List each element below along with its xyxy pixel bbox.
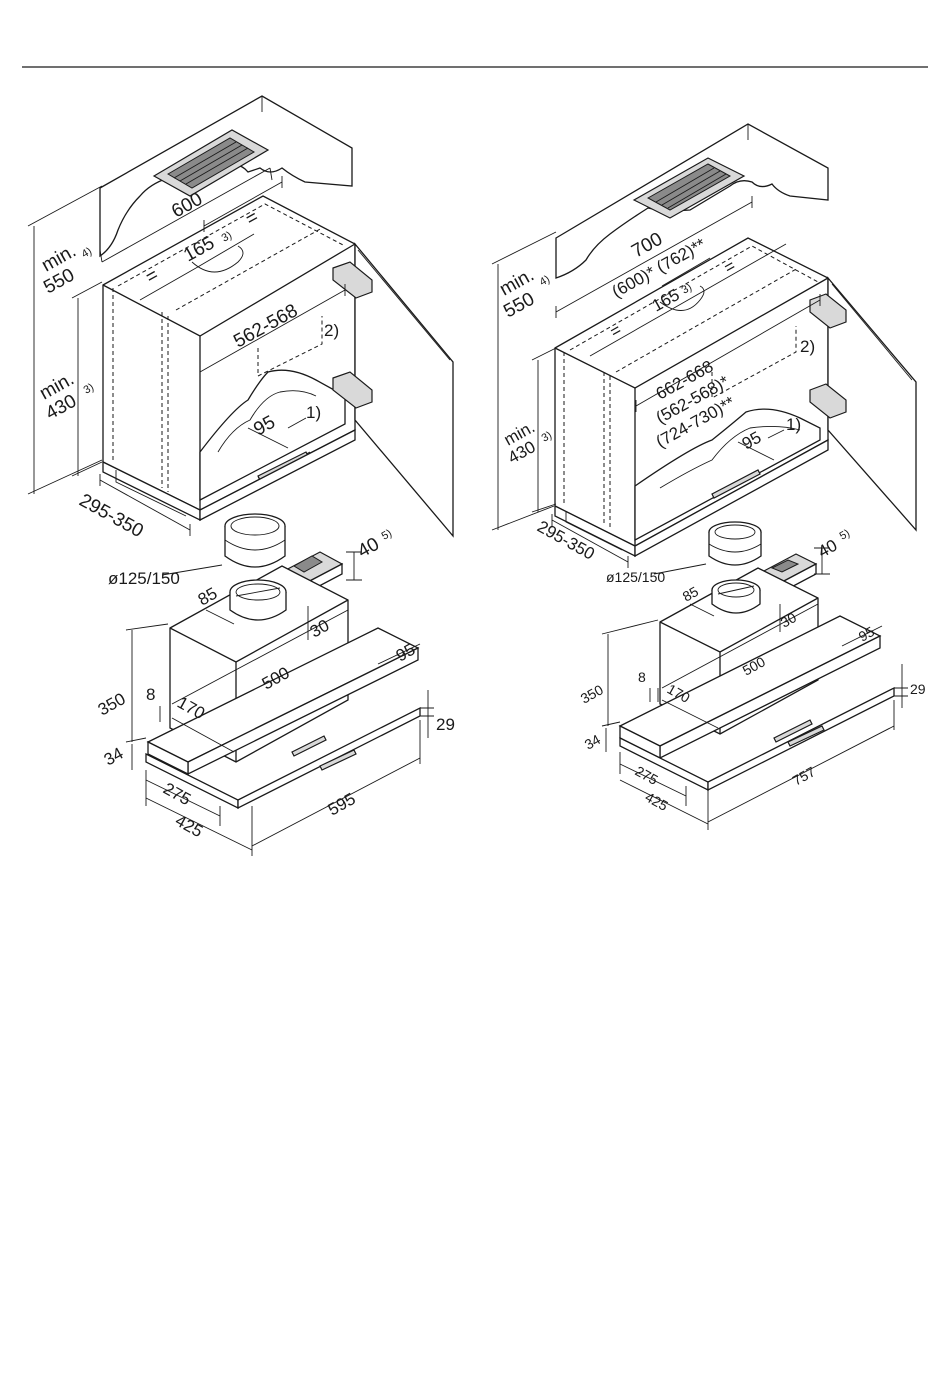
left-gap-label: 8: [146, 685, 155, 704]
left-cabinet-door: [333, 244, 453, 536]
right-cabinet-door: [810, 278, 916, 530]
left-depth-label: 295-350: [76, 490, 147, 542]
right-inner-height-note: 3): [540, 429, 554, 444]
left-note-2: 2): [324, 321, 339, 340]
right-base-depth-b-label: 425: [643, 789, 671, 814]
right-rail-height-value: 40: [815, 536, 841, 562]
left-panel-thickness-label: 29: [436, 715, 455, 734]
left-collar: [230, 580, 286, 620]
right-gap-label: 8: [638, 669, 646, 685]
left-base-depth-b-label: 425: [172, 811, 206, 841]
right-note-1: 1): [786, 415, 801, 434]
left-inner-height-dimension: min. 430 3): [36, 282, 102, 476]
right-panel-thickness-label: 29: [910, 681, 926, 697]
right-overall-height-dimension: min. 550 4): [492, 232, 556, 530]
left-cabinet: [103, 196, 355, 520]
right-collar: [712, 580, 760, 613]
left-base-thickness-label: 34: [101, 744, 127, 770]
left-overall-height-label: 350: [95, 689, 129, 719]
right-overall-height-label: 350: [578, 681, 606, 706]
left-overall-height-note: 4): [80, 245, 94, 260]
right-note-2: 2): [800, 337, 815, 356]
right-base-depth-a-label: 275: [633, 763, 661, 788]
right-diagram: 700 (600)* (762)** min. 550 4) min. 430 …: [492, 124, 926, 830]
left-overall-height-dimension: min. 550 4): [28, 186, 102, 494]
right-flange-diameter-label: ø125/150: [606, 569, 665, 585]
right-overall-height-note: 4): [538, 273, 552, 288]
left-duct-flange: [225, 514, 285, 567]
left-note-1: 1): [306, 403, 321, 422]
right-inner-height-dimension: min. 430 3): [501, 348, 556, 512]
left-inner-height-note: 3): [82, 381, 96, 396]
left-hood: [146, 514, 420, 808]
left-hood-width-label: 595: [325, 789, 359, 819]
left-rail-height-note: 5): [380, 527, 394, 542]
left-rail-height-value: 40: [354, 534, 383, 563]
left-width-label: 600: [168, 189, 206, 223]
left-flange-diameter-label: ø125/150: [108, 569, 180, 588]
right-base-thickness-label: 34: [582, 731, 604, 753]
right-rail-height-note: 5): [838, 527, 852, 542]
left-diagram: 600 min. 550 4) min. 430 3) 295-350: [28, 96, 455, 856]
right-duct-flange: [709, 522, 761, 565]
